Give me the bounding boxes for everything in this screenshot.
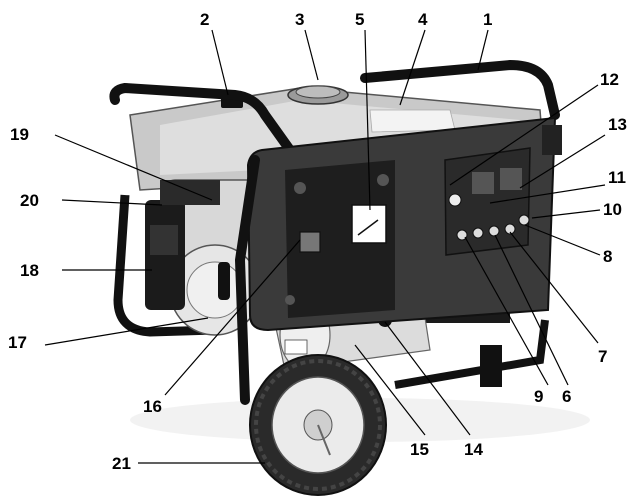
callout-20: 20 bbox=[20, 191, 39, 210]
callout-8: 8 bbox=[603, 247, 612, 266]
leader-20 bbox=[61, 199, 163, 206]
choke-area bbox=[160, 180, 220, 205]
callout-19: 19 bbox=[10, 125, 29, 144]
callout-18: 18 bbox=[20, 261, 39, 280]
leader-8 bbox=[524, 224, 601, 256]
callout-2: 2 bbox=[200, 10, 209, 29]
leader-19 bbox=[54, 134, 213, 201]
wheel bbox=[249, 354, 387, 496]
voltmeter bbox=[351, 204, 387, 244]
callout-21: 21 bbox=[112, 454, 131, 473]
callout-10: 10 bbox=[603, 200, 622, 219]
leader-5 bbox=[364, 29, 371, 211]
on-off-switch bbox=[299, 231, 321, 253]
leader-9 bbox=[464, 236, 549, 386]
leader-lines bbox=[44, 29, 606, 464]
generator-illustration bbox=[109, 59, 590, 496]
callout-4: 4 bbox=[418, 10, 428, 29]
tank-label bbox=[369, 109, 456, 133]
leader-11 bbox=[489, 184, 606, 204]
leader-16 bbox=[164, 239, 301, 396]
callout-7: 7 bbox=[598, 347, 607, 366]
callout-12: 12 bbox=[600, 70, 619, 89]
leader-15 bbox=[354, 344, 426, 436]
type-plate bbox=[284, 339, 308, 355]
leader-12 bbox=[449, 84, 599, 186]
socket-230v bbox=[472, 172, 494, 194]
leader-7 bbox=[509, 231, 599, 344]
leader-3 bbox=[304, 29, 319, 81]
recoil-starter-handle bbox=[218, 262, 230, 300]
circuit-breaker bbox=[448, 193, 462, 207]
callout-6: 6 bbox=[562, 387, 571, 406]
leader-13 bbox=[519, 134, 606, 189]
leader-4 bbox=[399, 29, 426, 106]
leader-10 bbox=[531, 209, 601, 219]
callout-17: 17 bbox=[8, 333, 27, 352]
callout-9: 9 bbox=[534, 387, 543, 406]
frame-clip bbox=[542, 125, 562, 155]
leader-14 bbox=[384, 321, 471, 436]
frame-tube-right bbox=[360, 59, 560, 120]
support-foot bbox=[480, 345, 502, 387]
callout-15: 15 bbox=[410, 440, 429, 459]
callout-11: 11 bbox=[608, 168, 626, 187]
leader-17 bbox=[44, 317, 209, 346]
callout-5: 5 bbox=[355, 10, 364, 29]
callout-13: 13 bbox=[608, 115, 627, 134]
leader-1 bbox=[477, 29, 489, 71]
frame-front-leg bbox=[234, 155, 260, 405]
frame-tube-left bbox=[109, 82, 295, 155]
leader-6 bbox=[494, 234, 569, 386]
callout-14: 14 bbox=[464, 440, 483, 459]
leader-2 bbox=[211, 29, 229, 96]
callout-1: 1 bbox=[483, 10, 492, 29]
callout-3: 3 bbox=[295, 10, 304, 29]
socket-230v-2 bbox=[500, 168, 522, 190]
control-panel-left bbox=[285, 160, 395, 318]
frame-rear-leg bbox=[113, 194, 216, 337]
callout-labels: 2 3 5 4 1 12 13 11 10 8 7 6 9 14 15 16 1… bbox=[8, 10, 627, 473]
callout-16: 16 bbox=[143, 397, 162, 416]
